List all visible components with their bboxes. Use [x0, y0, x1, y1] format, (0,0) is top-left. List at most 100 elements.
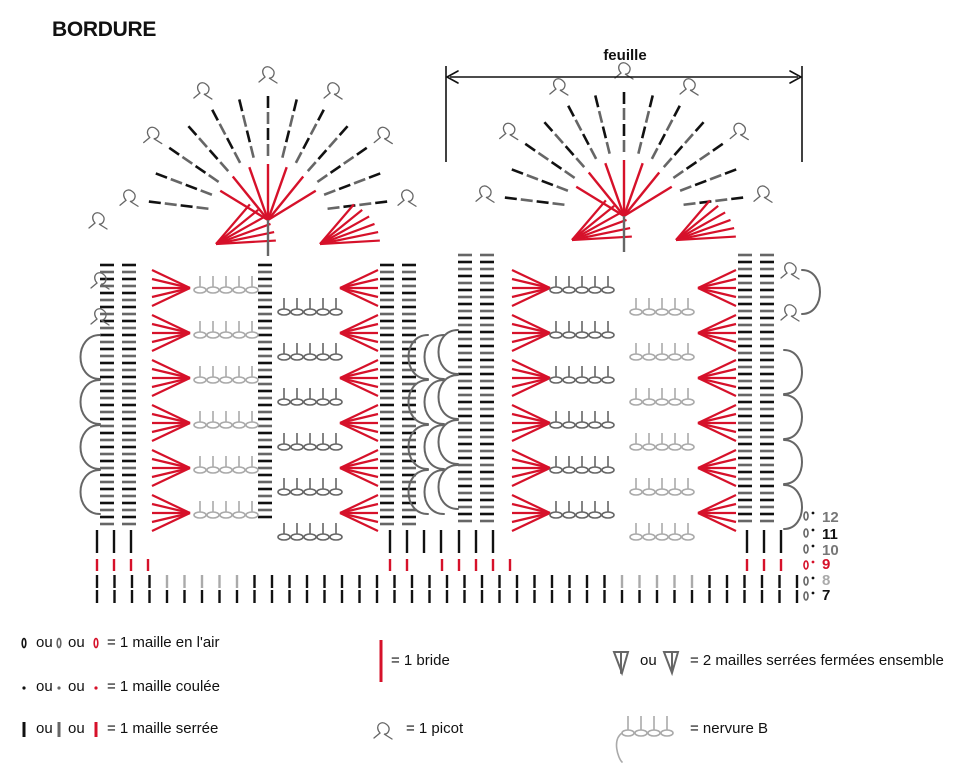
- row-label-9: 9: [822, 556, 831, 573]
- chain-mark: [655, 308, 669, 316]
- treble-mark: [697, 494, 737, 514]
- chain-mark: [601, 331, 615, 339]
- treble-mark: [511, 466, 551, 479]
- chain-mark: [193, 376, 207, 384]
- chain-mark: [562, 511, 576, 519]
- chain-mark: [629, 308, 643, 316]
- row-slip-marker: [811, 528, 815, 532]
- arch-stitch: [198, 137, 208, 148]
- loop-chain: [79, 334, 101, 380]
- treble-mark: [697, 404, 737, 424]
- treble-mark: [575, 185, 625, 218]
- chain-mark: [193, 331, 207, 339]
- legend-ou-slip-2: ou: [68, 678, 85, 695]
- treble-mark: [587, 171, 625, 217]
- legend-ou-single-2: ou: [68, 720, 85, 737]
- chain-mark: [316, 398, 330, 406]
- treble-mark: [623, 171, 661, 217]
- arch-stitch: [164, 202, 177, 207]
- treble-mark: [571, 205, 615, 241]
- treble-mark: [151, 412, 191, 425]
- chain-mark: [277, 488, 291, 496]
- arch-stitch: [541, 179, 554, 187]
- treble-mark: [697, 421, 737, 434]
- loop-chain: [79, 469, 101, 515]
- arch-stitch: [589, 147, 598, 160]
- chain-mark: [562, 466, 576, 474]
- treble-mark: [339, 332, 379, 352]
- row-chain-marker: [803, 511, 809, 521]
- chain-mark: [245, 511, 259, 519]
- chain-mark: [277, 308, 291, 316]
- arch-stitch: [552, 202, 565, 207]
- arch-stitch: [520, 198, 533, 203]
- chain-mark: [562, 286, 576, 294]
- treble-mark: [319, 222, 375, 246]
- treble-mark: [248, 166, 270, 221]
- chain-mark: [303, 533, 317, 541]
- treble-mark: [151, 277, 191, 290]
- treble-mark: [571, 199, 607, 241]
- chain-mark: [668, 353, 682, 361]
- loop-chain: [437, 464, 459, 510]
- treble-mark: [339, 314, 379, 334]
- picot-icon: [373, 722, 393, 740]
- chain-mark: [316, 308, 330, 316]
- treble-mark: [511, 422, 551, 442]
- arch-stitch: [694, 179, 707, 187]
- chain-mark: [588, 286, 602, 294]
- page-title: BORDURE: [52, 18, 157, 41]
- arch-stitch: [685, 160, 698, 170]
- treble-mark: [266, 166, 288, 221]
- treble-mark: [151, 422, 191, 442]
- treble-mark: [675, 205, 719, 241]
- arch-stitch: [317, 109, 325, 121]
- arch-stitch: [662, 157, 673, 168]
- chain-mark: [206, 421, 220, 429]
- chain-mark: [290, 443, 304, 451]
- treble-mark: [697, 331, 737, 344]
- row-chain-marker: [803, 544, 809, 554]
- treble-mark: [151, 287, 191, 307]
- treble-mark: [151, 367, 191, 380]
- arch-stitch: [575, 157, 586, 168]
- chain-mark: [575, 286, 589, 294]
- loop-chain: [407, 334, 429, 380]
- loop-chain: [783, 349, 803, 395]
- arch-stitch: [637, 141, 643, 155]
- row-slip-marker: [811, 591, 815, 595]
- treble-mark: [215, 215, 266, 245]
- dec-icon-gray: [612, 651, 630, 677]
- treble-mark: [151, 421, 191, 434]
- arch-stitch: [709, 173, 722, 181]
- treble-mark: [697, 287, 737, 307]
- arch-stitch: [249, 145, 255, 159]
- arch-stitch: [712, 142, 724, 152]
- chain-mark: [655, 398, 669, 406]
- chain-mark: [575, 511, 589, 519]
- treble-mark: [511, 494, 551, 514]
- picot-icon: [90, 272, 110, 290]
- arch-stitch: [219, 161, 230, 172]
- arch-stitch: [567, 105, 575, 117]
- treble-mark: [151, 332, 191, 352]
- arch-stitch: [241, 114, 248, 127]
- chain-mark: [549, 331, 563, 339]
- treble-mark: [151, 502, 191, 515]
- treble-mark: [511, 467, 551, 487]
- chain-mark: [629, 443, 643, 451]
- treble-mark: [151, 314, 191, 334]
- row-slip-marker: [811, 511, 815, 515]
- picot-icon: [143, 126, 163, 145]
- treble-mark: [339, 422, 379, 442]
- loop-chain: [79, 379, 101, 425]
- treble-mark: [339, 512, 379, 532]
- picot-icon: [397, 189, 417, 207]
- picot-icon: [614, 62, 634, 80]
- treble-mark: [697, 449, 737, 469]
- treble-mark: [675, 218, 731, 242]
- chain-mark: [629, 398, 643, 406]
- arch-stitch: [594, 95, 600, 108]
- treble-mark: [697, 277, 737, 290]
